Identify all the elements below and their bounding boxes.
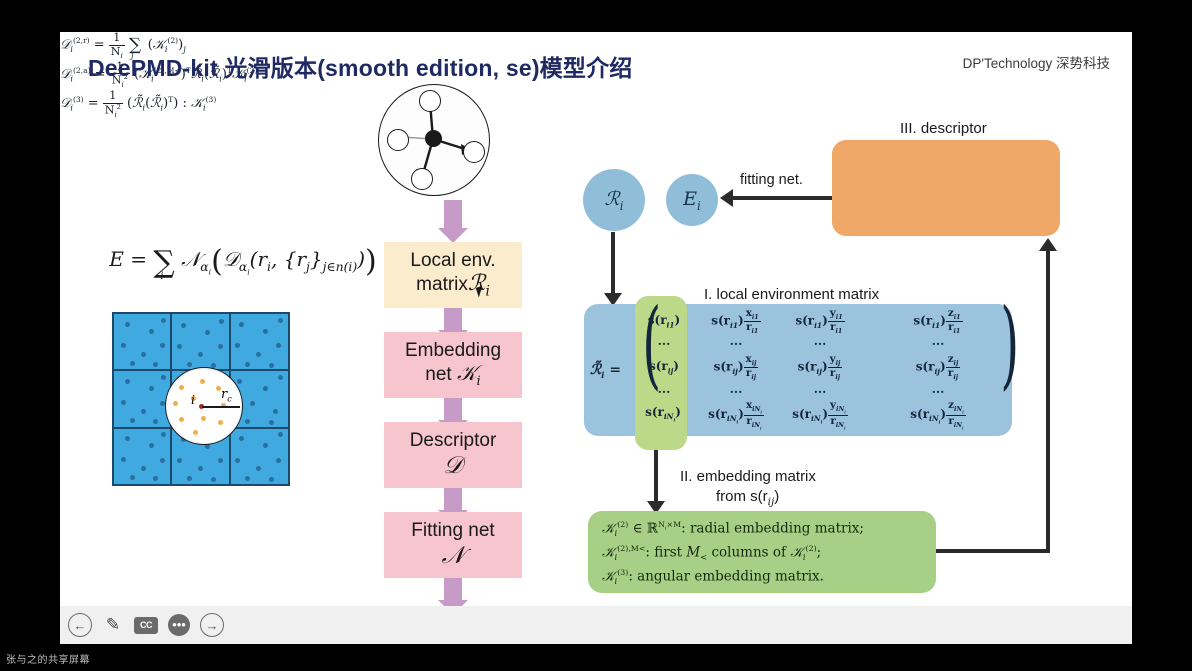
flow-arrow-head-0	[438, 228, 468, 243]
embedding-matrix-box	[588, 511, 936, 593]
flow-step-0-line2: matrix	[416, 274, 468, 296]
matrix-left-paren: (	[642, 288, 662, 400]
flow-step-descriptor[interactable]: Descriptor 𝒟	[384, 422, 522, 488]
embedding-line-1: 𝒦i(2),M<: first M< columns of 𝒦i(2);	[602, 544, 822, 563]
flow-arrow-shaft-1	[444, 308, 462, 330]
closed-captions-icon[interactable]: CC	[134, 616, 158, 634]
matrix-ellipsis-c1-a: ...	[729, 334, 743, 348]
matrix-to-embedding-head	[647, 501, 665, 514]
flow-step-3-line1: Fitting net	[411, 520, 495, 542]
matrix-ellipsis-c0-b: ...	[657, 382, 671, 396]
embedding-title-prefix: from s(r	[716, 488, 768, 505]
local-env-section-title: I. local environment matrix	[704, 286, 880, 303]
slide-canvas: DeePMD-kit 光滑版本(smooth edition, se)模型介绍 …	[60, 31, 1132, 648]
matrix-ellipsis-c0-a: ...	[657, 334, 671, 348]
flow-step-3-symbol: 𝒩	[441, 541, 465, 570]
matrix-ellipsis-c2-b: ...	[813, 382, 827, 396]
bottom-black-bar	[0, 644, 1192, 671]
flow-step-0-line1: Local env.	[410, 249, 496, 271]
page-title: DeePMD-kit 光滑版本(smooth edition, se)模型介绍	[88, 55, 633, 81]
embedding-section-title-line2: from s(rij)	[716, 488, 780, 508]
matrix-cell-r0c0: s(ri1)	[647, 313, 681, 330]
node-local-env-circle[interactable]: ℛi	[583, 169, 645, 231]
share-status-label: 张与之的共享屏幕	[6, 655, 90, 666]
matrix-right-paren: )	[1000, 288, 1020, 400]
embedding-line-0: 𝒦i(2) ∈ ℝNi×M: radial embedding matrix;	[602, 520, 864, 539]
flow-step-1-line1: Embedding	[404, 339, 502, 361]
periodic-lattice-figure: i rc	[112, 312, 290, 486]
flow-arrow-shaft-3	[444, 488, 462, 510]
matrix-cell-r1c0: s(rij)	[649, 359, 679, 376]
matrix-to-embedding-line	[654, 450, 658, 502]
fitting-net-arrow-line	[732, 196, 847, 200]
flow-step-local-env[interactable]: Local env. matrixℛi	[384, 242, 522, 308]
flow-arrow-shaft-0	[444, 200, 462, 228]
descriptor-box	[832, 140, 1060, 236]
energy-equation: E = ∑i 𝒩αi(𝒟αi(ri, {rj}j∈n(i)))	[109, 244, 377, 282]
flow-arrow-shaft-4	[444, 578, 462, 600]
fitting-net-label: fitting net.	[740, 172, 803, 188]
flow-step-embedding-net[interactable]: Embedding net 𝒦i	[384, 332, 522, 398]
atom-neighborhood-figure	[378, 84, 496, 196]
annotate-pencil-icon[interactable]: ✎	[105, 615, 121, 634]
embedding-title-suffix: )	[774, 488, 780, 505]
embedding-section-title-line1: II. embedding matrix	[680, 468, 816, 485]
r-to-matrix-line	[611, 232, 615, 294]
radial-column-highlight	[635, 296, 687, 450]
embedding-to-descriptor-v	[1046, 250, 1050, 553]
previous-slide-icon[interactable]: ←	[68, 613, 92, 637]
presentation-toolbar: ← ✎ CC ••• →	[60, 606, 1132, 644]
cutoff-radius-label: rc	[221, 387, 232, 404]
matrix-ellipsis-c2-a: ...	[813, 334, 827, 348]
flow-arrow-shaft-2	[444, 398, 462, 420]
matrix-cell-r2c0: s(riNi)	[645, 405, 681, 424]
matrix-ellipsis-c3-a: ...	[931, 334, 945, 348]
flow-step-2-line1: Descriptor	[409, 430, 497, 452]
r-to-matrix-head	[604, 293, 622, 306]
embedding-to-descriptor-head	[1039, 238, 1057, 251]
company-logo: DP'Technology 深势科技	[962, 56, 1110, 71]
more-options-icon[interactable]: •••	[168, 614, 190, 636]
flow-step-fitting-net[interactable]: Fitting net 𝒩	[384, 512, 522, 578]
node-energy-circle[interactable]: Ei	[666, 174, 718, 226]
local-env-matrix-lhs: ℛ̃i =	[590, 362, 622, 381]
flow-step-2-symbol: 𝒟	[443, 451, 463, 480]
descriptor-section-title: III. descriptor	[900, 120, 987, 137]
flow-step-1-line2: net	[425, 364, 452, 386]
lattice-center-label: i	[191, 393, 195, 407]
embedding-to-descriptor-h	[936, 549, 1050, 553]
matrix-ellipsis-c3-b: ...	[931, 382, 945, 396]
fitting-net-arrow-head	[720, 189, 733, 207]
embedding-line-2: 𝒦i(3): angular embedding matrix.	[602, 568, 824, 587]
matrix-ellipsis-c1-b: ...	[729, 382, 743, 396]
next-slide-icon[interactable]: →	[200, 613, 224, 637]
